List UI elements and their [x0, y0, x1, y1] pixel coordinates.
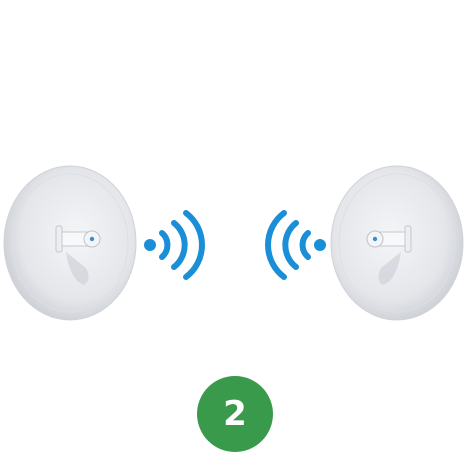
- right-dish-antenna: [327, 160, 467, 330]
- wifi-waves-left-icon: [262, 205, 332, 285]
- wifi-waves-right-icon: [138, 205, 208, 285]
- step-number-badge: 2: [197, 376, 273, 452]
- step-number: 2: [223, 394, 247, 434]
- left-dish-antenna: [0, 160, 140, 330]
